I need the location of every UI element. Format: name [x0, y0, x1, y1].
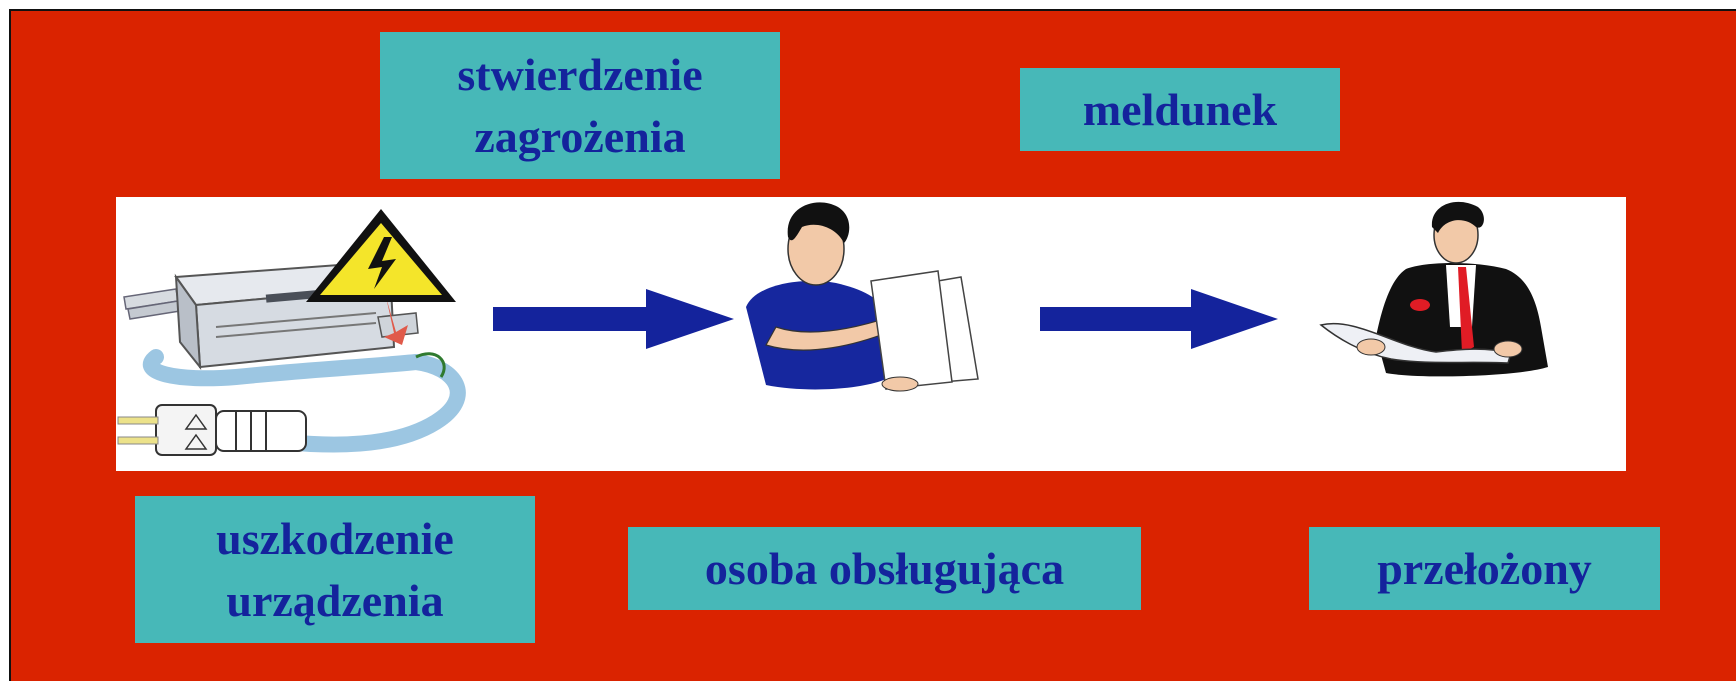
person-with-documents-icon	[746, 202, 979, 392]
arrow-right-icon	[1040, 289, 1278, 349]
device-damage-line-2: urządzenia	[226, 574, 444, 626]
threat-detection-label: stwierdzenie zagrożenia	[380, 32, 780, 179]
high-voltage-warning-icon	[306, 209, 456, 302]
device-damage-label: uszkodzenie urządzenia	[135, 496, 535, 643]
power-plug-icon	[117, 404, 307, 456]
report-text: meldunek	[1082, 83, 1278, 135]
operator-text: osoba obsługująca	[704, 542, 1065, 594]
threat-detection-line-2: zagrożenia	[474, 110, 686, 162]
operator-label: osoba obsługująca	[628, 527, 1141, 610]
arrow-right-icon	[493, 289, 734, 349]
report-label: meldunek	[1020, 68, 1340, 151]
process-illustration	[116, 197, 1626, 471]
device-damage-line-1: uszkodzenie	[216, 512, 454, 564]
supervisor-reading-icon	[1319, 201, 1548, 377]
supervisor-label: przełożony	[1309, 527, 1660, 610]
supervisor-text: przełożony	[1377, 542, 1592, 594]
threat-detection-line-1: stwierdzenie	[457, 48, 703, 100]
